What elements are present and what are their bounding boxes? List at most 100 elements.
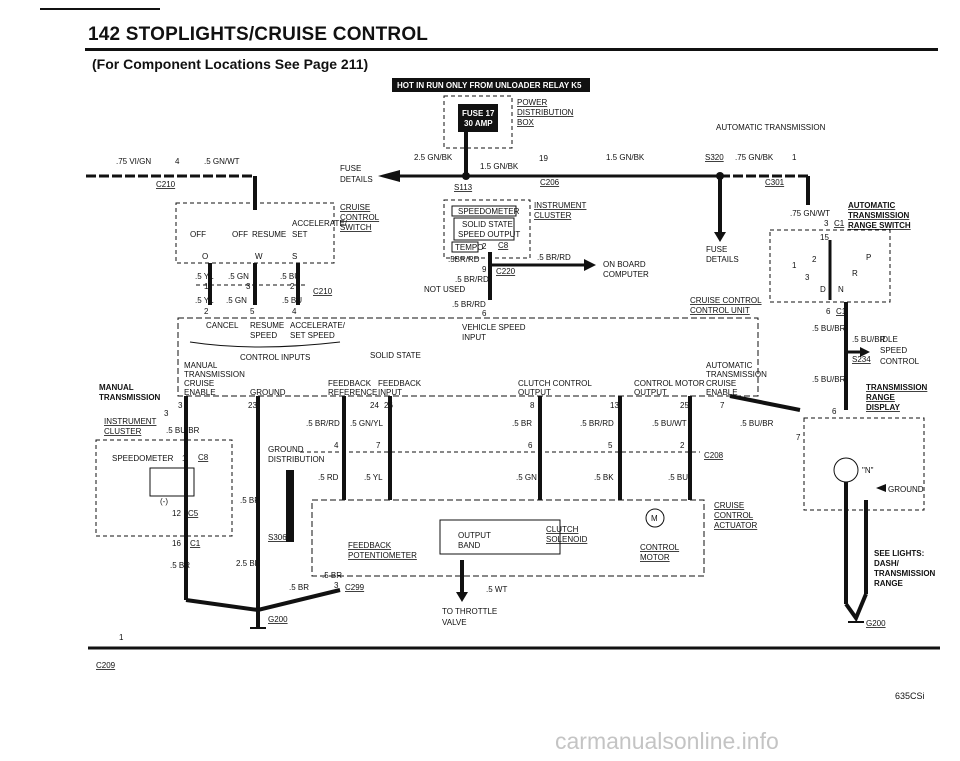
splice-label: S320 bbox=[705, 153, 724, 162]
connector-label: C206 bbox=[540, 178, 560, 187]
arrow-icon bbox=[860, 347, 870, 357]
pin-label: 4 bbox=[334, 441, 339, 450]
ccu-inputs: CONTROL INPUTS bbox=[240, 353, 310, 362]
ccu-clutch-1: CLUTCH CONTROL bbox=[518, 379, 592, 388]
speedometer-box bbox=[451, 205, 517, 217]
fuse-rating: 30 AMP bbox=[464, 119, 493, 128]
manual-trans-label-1: MANUAL bbox=[99, 383, 134, 392]
cruise-control-unit-outline bbox=[177, 317, 759, 397]
wire-label: .75 VI/GN bbox=[116, 157, 151, 166]
power-box-label-3: BOX bbox=[517, 118, 535, 127]
wire-label: .5 GN/WT bbox=[204, 157, 240, 166]
pin-label: 3 bbox=[246, 282, 251, 291]
switch-accel-label: ACCELERATE/ bbox=[292, 219, 348, 228]
wire-label: .5 BU bbox=[668, 473, 688, 482]
fuse-details-left-2: DETAILS bbox=[340, 175, 373, 184]
pin-label: 1 bbox=[182, 454, 187, 463]
range-pos-r: R bbox=[852, 269, 858, 278]
idle-label-2: SPEED bbox=[880, 346, 907, 355]
connector-label: C8 bbox=[198, 453, 209, 462]
ccu-vss-2: INPUT bbox=[462, 333, 486, 342]
pin-label: 6 bbox=[826, 307, 831, 316]
fuse-details-right-1: FUSE bbox=[706, 245, 727, 254]
ground-bar bbox=[286, 470, 294, 542]
inst2-inner bbox=[149, 467, 195, 497]
pin-label: 1 bbox=[792, 153, 797, 162]
pin-label: 25 bbox=[680, 401, 689, 410]
idle-label-1: IDLE bbox=[880, 335, 898, 344]
solid-state-label: SOLID STATE bbox=[462, 220, 513, 229]
model-code: 635CSi bbox=[895, 691, 925, 701]
wire-label: .5 BR bbox=[512, 419, 532, 428]
wire-label: .5 BR/RD bbox=[580, 419, 614, 428]
wire-label: .5 GN bbox=[516, 473, 537, 482]
ground-label: G200 bbox=[268, 615, 288, 624]
wire-label: .5 BR bbox=[289, 583, 309, 592]
motor-symbol: M bbox=[651, 514, 658, 523]
pin-label: 7 bbox=[720, 401, 725, 410]
ccu-manual-4: ENABLE bbox=[184, 388, 216, 397]
ground-join-right bbox=[844, 593, 868, 623]
range-switch-label-2: TRANSMISSION bbox=[848, 211, 910, 220]
wire-label: .5 YL bbox=[195, 296, 214, 305]
connector-label: C1 bbox=[190, 539, 201, 548]
ccu-motor-1: CONTROL MOTOR bbox=[634, 379, 705, 388]
connector-label: C8 bbox=[498, 241, 509, 250]
actuator-label-3: ACTUATOR bbox=[714, 521, 757, 530]
output-band-1: OUTPUT bbox=[458, 531, 491, 540]
connector-label: C5 bbox=[188, 509, 199, 518]
on-board-label-2: COMPUTER bbox=[603, 270, 649, 279]
not-used-label: NOT USED bbox=[424, 285, 465, 294]
splice-s113 bbox=[462, 172, 470, 180]
connector-label: C1 bbox=[834, 219, 845, 228]
wire-label: .5 BU/BR bbox=[740, 419, 774, 428]
pin-label: 2 bbox=[680, 441, 685, 450]
ground-label: G200 bbox=[866, 619, 886, 628]
pin-label: 12 bbox=[172, 509, 181, 518]
range-pos-1: 1 bbox=[792, 261, 797, 270]
ccu-ground: GROUND bbox=[250, 388, 286, 397]
ccu-fbref-2: REFERENCE bbox=[328, 388, 377, 397]
title-rule bbox=[85, 48, 938, 51]
range-display-2: RANGE bbox=[866, 393, 896, 402]
splice-label: S306 bbox=[268, 533, 287, 542]
arrow-icon bbox=[456, 592, 468, 602]
watermark-text: carmanualsonline.info bbox=[555, 728, 779, 754]
connector-label: C209 bbox=[96, 661, 116, 670]
clutch-solenoid-1: CLUTCH bbox=[546, 525, 579, 534]
pin-label: 3 bbox=[164, 409, 169, 418]
ccu-solid-state: SOLID STATE bbox=[370, 351, 421, 360]
wire-label: .5 BR/RD bbox=[455, 275, 489, 284]
connector-label: C1 bbox=[836, 307, 847, 316]
pin-label: 23 bbox=[248, 401, 257, 410]
range-pos-d: D bbox=[820, 285, 826, 294]
pin-label: 4 bbox=[292, 307, 297, 316]
connector-label: C220 bbox=[496, 267, 516, 276]
throttle-label-1: TO THROTTLE bbox=[442, 607, 497, 616]
ccu-accel-2: SET SPEED bbox=[290, 331, 335, 340]
ccu-label-1: CRUISE CONTROL bbox=[690, 296, 762, 305]
clutch-solenoid-2: SOLENOID bbox=[546, 535, 588, 544]
wire-label: .5 YL bbox=[195, 272, 214, 281]
range-pos-p: P bbox=[866, 253, 871, 262]
ccu-accel-1: ACCELERATE/ bbox=[290, 321, 346, 330]
actuator-label-2: CONTROL bbox=[714, 511, 754, 520]
pin-label: 24 bbox=[370, 401, 379, 410]
wire-label: .5 YL bbox=[364, 473, 383, 482]
tempo-box bbox=[451, 241, 479, 253]
pin-label: 3 bbox=[824, 219, 829, 228]
ccu-clutch-2: OUTPUT bbox=[518, 388, 551, 397]
connector-label: C299 bbox=[345, 583, 365, 592]
pin-label: 1 bbox=[204, 282, 209, 291]
wire-label: 1.5 GN/BK bbox=[480, 162, 519, 171]
ground-dist-1: GROUND bbox=[268, 445, 304, 454]
see-lights-1: SEE LIGHTS: bbox=[874, 549, 924, 558]
wire-label: .5 GN/YL bbox=[350, 419, 383, 428]
wire-label: .5 BU/WT bbox=[652, 419, 687, 428]
pin-label: 19 bbox=[539, 154, 548, 163]
wire-label: .5 BU/BR bbox=[852, 335, 886, 344]
range-display-3: DISPLAY bbox=[866, 403, 901, 412]
pin-label: 2 bbox=[290, 282, 295, 291]
range-pos-3: 3 bbox=[805, 273, 810, 282]
